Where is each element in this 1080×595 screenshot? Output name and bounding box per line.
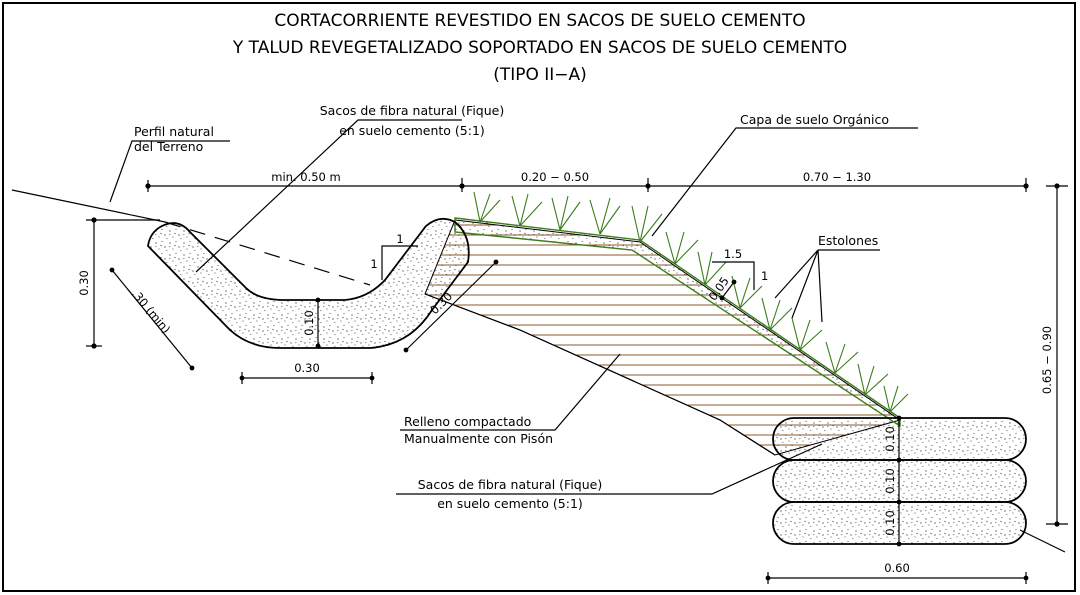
grass-stolons (473, 191, 909, 413)
dim-030-min: .30 (min) (129, 287, 174, 336)
slope1-horizontal: 1 (396, 232, 403, 246)
label-perfil-1: Perfil natural (134, 124, 214, 139)
title-line-3: (TIPO II−A) (493, 65, 587, 85)
terrain-dashed (164, 221, 371, 286)
terrain-line-right (1019, 529, 1066, 553)
label-relleno-1: Relleno compactado (404, 414, 531, 429)
leader-estolones (774, 249, 880, 323)
leader-capa (651, 127, 918, 237)
dim-070-130: 0.70 − 1.30 (803, 170, 871, 184)
terrain-line-left (11, 189, 166, 223)
label-sacos-top-2: en suelo cemento (5:1) (339, 123, 485, 138)
leader-sacos-bottom (396, 443, 823, 495)
dim-030-left: 0.30 (77, 270, 91, 296)
dim-010-channel: 0.10 (302, 310, 316, 336)
dim-min-050: min. 0.50 m (271, 170, 340, 184)
title-line-2: Y TALUD REVEGETALIZADO SOPORTADO EN SACO… (232, 38, 847, 58)
dim-030-bottom: 0.30 (294, 361, 320, 375)
title-line-1: CORTACORRIENTE REVESTIDO EN SACOS DE SUE… (274, 11, 805, 31)
dim-bag-2: 0.10 (883, 468, 897, 494)
leader-sacos-top (195, 119, 462, 273)
label-relleno-2: Manualmente con Pisón (404, 431, 553, 446)
leader-relleno (400, 353, 621, 431)
dim-005: 0.05 (706, 274, 732, 303)
dim-020-050: 0.20 − 0.50 (521, 170, 589, 184)
label-sacos-bottom-2: en suelo cemento (5:1) (437, 496, 583, 511)
dim-bag-3: 0.10 (883, 510, 897, 536)
label-capa: Capa de suelo Orgánico (740, 112, 889, 127)
dim-bag-1: 0.10 (883, 426, 897, 452)
dim-060: 0.60 (884, 561, 910, 575)
label-sacos-top-1: Sacos de fibra natural (Fique) (320, 103, 505, 118)
slope1-vertical: 1 (370, 257, 377, 271)
label-perfil-2: del Terreno (134, 139, 203, 154)
channel-sacks (147, 217, 470, 349)
label-sacos-bottom-1: Sacos de fibra natural (Fique) (418, 477, 603, 492)
slope15-horizontal: 1.5 (724, 247, 742, 261)
leader-perfil (109, 140, 230, 203)
label-estolones: Estolones (818, 233, 878, 248)
dim-065-090: 0.65 − 0.90 (1040, 326, 1054, 394)
slope15-vertical: 1 (761, 269, 768, 283)
